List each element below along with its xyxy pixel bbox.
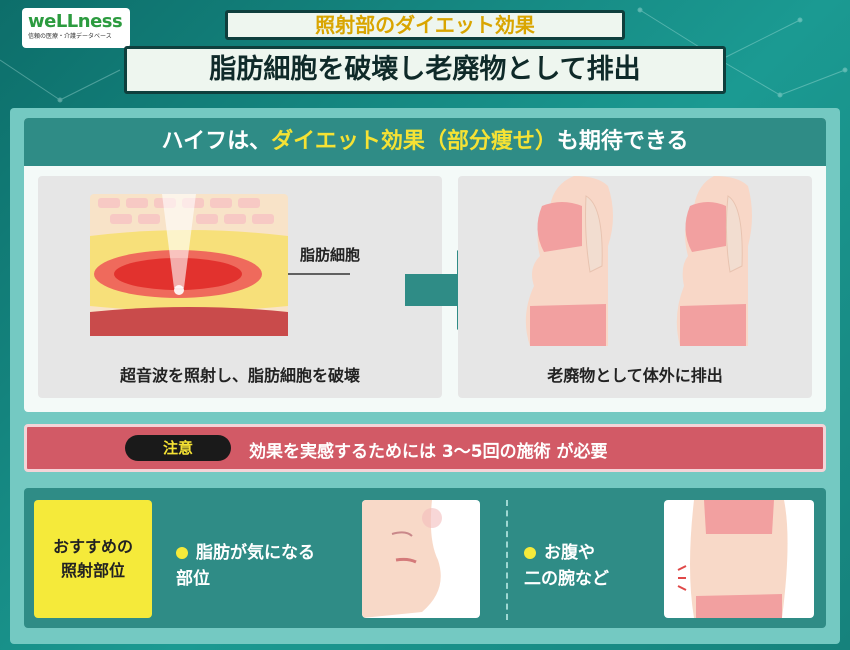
fat-cell-label: 脂肪細胞 xyxy=(300,246,361,264)
recommended-label-box: おすすめの 照射部位 xyxy=(34,500,152,618)
belly-icon xyxy=(677,500,788,618)
chin-icon xyxy=(362,500,442,618)
body-comparison-illustration xyxy=(525,176,752,346)
notice-bar: 注意 効果を実感するためには 3〜5回の施術 が必要 xyxy=(24,424,826,472)
bullet-item-belly-arms: お腹や 二の腕など xyxy=(524,540,609,592)
notice-badge: 注意 xyxy=(125,435,231,461)
left-caption: 超音波を照射し、脂肪細胞を破壊 xyxy=(119,366,360,385)
excretion-panel: 老廃物として体外に排出 xyxy=(458,176,812,398)
bullet-dot-icon xyxy=(524,547,536,559)
header-subtitle: 照射部のダイエット効果 xyxy=(225,10,625,40)
notice-text: 効果を実感するためには 3〜5回の施術 が必要 xyxy=(249,442,608,462)
title-part2: も期待できる xyxy=(556,129,689,154)
bullet-item-fat-areas: 脂肪が気になる 部位 xyxy=(176,540,315,592)
header-title: 脂肪細胞を破壊し老廃物として排出 xyxy=(124,46,726,94)
logo: weLLness 信頼の医療・介護データベース xyxy=(22,8,130,48)
ultrasound-panel: 脂肪細胞 超音波を照射し、脂肪細胞を破壊 xyxy=(38,176,442,398)
bullet-text-2: お腹や 二の腕など xyxy=(524,543,609,589)
divider xyxy=(506,500,508,620)
title-highlight: ダイエット効果（部分痩せ） xyxy=(271,129,557,154)
title-part1: ハイフは、 xyxy=(161,129,272,154)
recommended-label: おすすめの 照射部位 xyxy=(52,537,133,580)
bullet-dot-icon xyxy=(176,547,188,559)
face-illustration xyxy=(362,500,480,618)
belly-illustration xyxy=(664,500,814,618)
logo-text: weLLness xyxy=(28,11,123,32)
bullet-text-1: 脂肪が気になる 部位 xyxy=(176,543,315,589)
right-caption: 老廃物として体外に排出 xyxy=(547,366,723,385)
logo-subtitle: 信頼の医療・介護データベース xyxy=(28,33,112,40)
section-title: ハイフは、ダイエット効果（部分痩せ）も期待できる xyxy=(24,118,826,166)
fat-cell-illustration xyxy=(90,194,350,336)
